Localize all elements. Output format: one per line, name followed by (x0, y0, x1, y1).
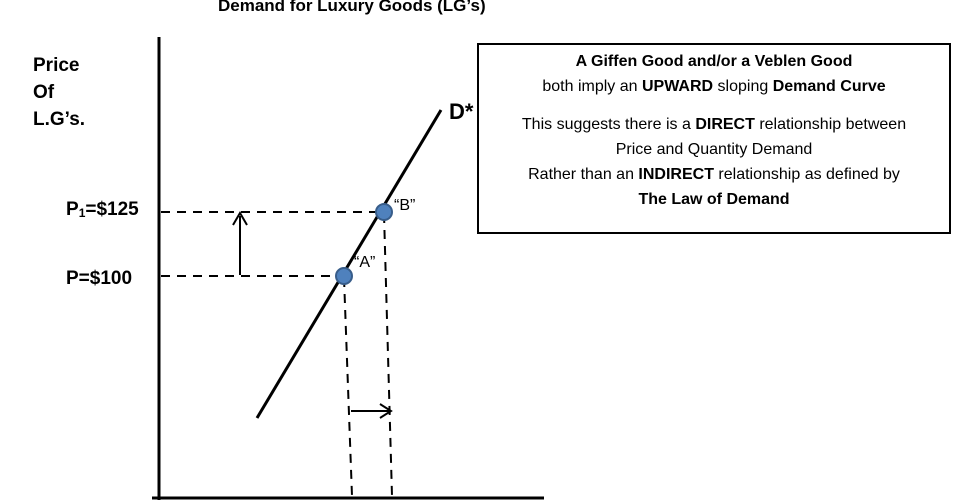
note-line-3-pre: This suggests there is a (521, 116, 696, 133)
price-label-p1: P1=$125 (66, 199, 139, 221)
note-line-1-text: A Giffen Good and/or a Veblen Good (575, 53, 853, 70)
price-p1-value: =$125 (85, 199, 139, 220)
demand-curve-label: D* (449, 99, 474, 124)
y-axis-label-line-2: Of (33, 82, 55, 103)
y-axis-label-line-1: Price (33, 55, 80, 76)
note-line-2-pre: both imply an (542, 78, 642, 95)
y-axis-label-line-3: L.G’s. (33, 109, 86, 130)
note-line-2-mid: sloping (713, 78, 773, 95)
guide-qa-vertical (343, 277, 353, 497)
note-line-2-bold-1: UPWARD (641, 78, 714, 95)
price-label-p0: P=$100 (66, 268, 133, 289)
y-axis-label: Price Of L.G’s. (33, 52, 85, 133)
point-b-label: “B” (394, 197, 416, 214)
note-spacer (479, 99, 949, 112)
price-p1-subscript: 1 (78, 206, 86, 220)
point-a-label: “A” (354, 254, 376, 271)
price-arrow-head (232, 211, 248, 226)
note-line-2-bold-2: Demand Curve (772, 78, 886, 95)
note-line-4: Price and Quantity Demand (615, 141, 813, 158)
explanation-box: A Giffen Good and/or a Veblen Good both … (477, 43, 951, 234)
diagram-title: Demand for Luxury Goods (LG’s) (218, 0, 486, 15)
point-b-marker (375, 203, 393, 221)
note-line-5-bold: INDIRECT (638, 166, 714, 183)
note-line-3: This suggests there is a DIRECT relation… (479, 112, 949, 137)
note-line-3-post: relationship between (754, 116, 907, 133)
note-line-5: Rather than an INDIRECT relationship as … (479, 162, 949, 187)
note-line-2: both imply an UPWARD sloping Demand Curv… (479, 74, 949, 99)
guide-qb-vertical (383, 213, 393, 497)
note-line-5-post: relationship as defined by (713, 166, 900, 183)
quantity-arrow-head (379, 403, 393, 419)
note-line-5-pre: Rather than an (528, 166, 639, 183)
point-a-marker (335, 267, 353, 285)
note-line-6-text: The Law of Demand (638, 191, 790, 208)
note-line-3-bold: DIRECT (695, 116, 755, 133)
note-line-6: The Law of Demand (479, 187, 949, 212)
price-p1-prefix: P (66, 199, 79, 220)
demand-curve (255, 109, 443, 419)
note-line-1: A Giffen Good and/or a Veblen Good (479, 49, 949, 74)
